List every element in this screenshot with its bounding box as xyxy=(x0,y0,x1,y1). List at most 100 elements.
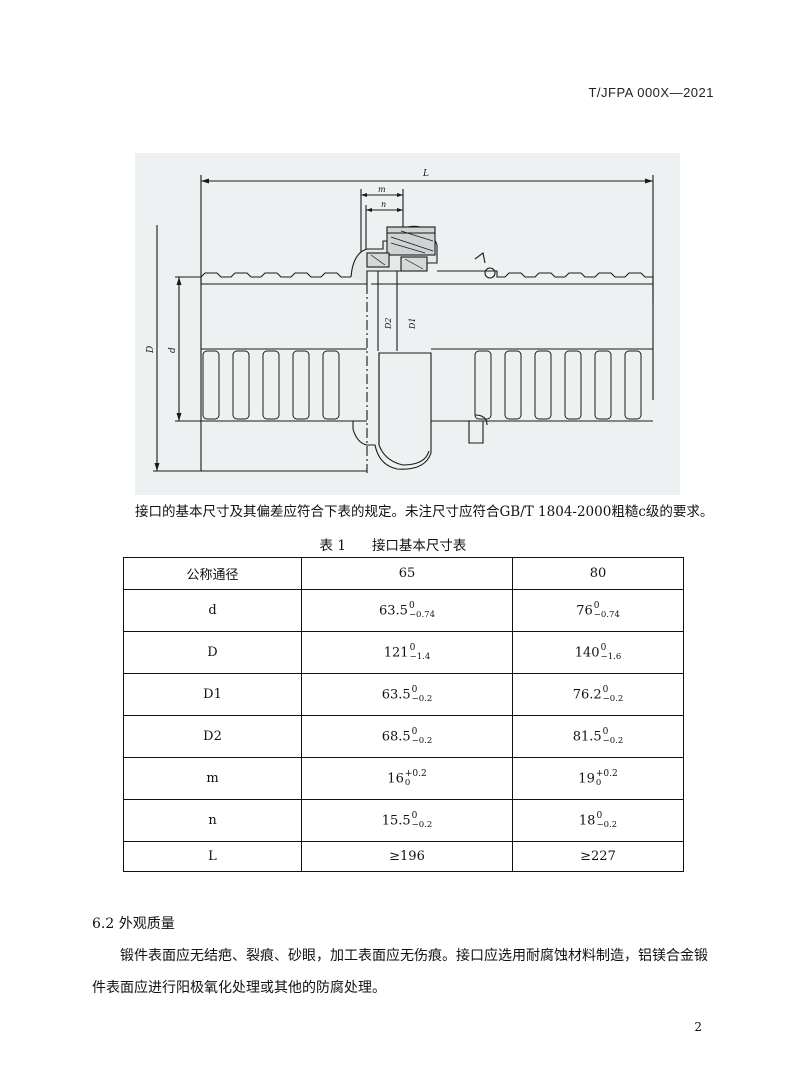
row-label-cell: D2 xyxy=(123,715,302,758)
page-number: 2 xyxy=(694,1020,702,1034)
tolerance: 0−0.2 xyxy=(602,727,624,746)
upper-deviation: 0 xyxy=(593,600,600,611)
row-label-cell: D1 xyxy=(123,673,302,716)
tolerance: 0−0.74 xyxy=(408,600,435,620)
upper-deviation: 0 xyxy=(411,726,418,737)
label-D: D xyxy=(146,346,156,354)
nominal-value: ≥196 xyxy=(389,849,425,864)
row-label-cell: D xyxy=(123,631,302,674)
upper-deviation: 0 xyxy=(602,684,609,695)
upper-deviation: 0 xyxy=(411,684,418,695)
tolerance: 0−0.2 xyxy=(411,726,433,746)
tolerance: 0−1.6 xyxy=(600,642,622,662)
upper-deviation: 0 xyxy=(409,642,416,653)
lower-deviation: −0.2 xyxy=(596,819,618,830)
label-D2: D2 xyxy=(384,317,393,330)
row-label-cell: m xyxy=(123,757,302,800)
nominal-value: 140 xyxy=(574,645,600,660)
lower-deviation: −0.74 xyxy=(593,609,620,620)
header-cell-text: 80 xyxy=(589,566,607,581)
table-header-row: 公称通径 65 80 xyxy=(123,557,684,590)
lower-deviation: 0 xyxy=(595,777,602,788)
tolerance: 0−1.4 xyxy=(409,642,431,662)
lower-deviation: −0.2 xyxy=(602,735,624,746)
tolerance: 0−0.2 xyxy=(596,810,618,830)
table-caption-title: 接口基本尺寸表 xyxy=(371,538,467,554)
upper-deviation: +0.2 xyxy=(595,768,618,779)
upper-deviation: 0 xyxy=(408,600,415,611)
label-D1: D1 xyxy=(408,317,417,330)
lower-deviation: −1.4 xyxy=(409,651,431,662)
upper-deviation: +0.2 xyxy=(404,768,427,779)
upper-deviation: 0 xyxy=(596,810,603,821)
lower-deviation: −1.6 xyxy=(600,651,622,662)
nominal-value: ≥227 xyxy=(580,849,616,864)
label-L: L xyxy=(422,169,429,179)
document-code: T/JFPA 000X—2021 xyxy=(588,85,714,100)
header-cell-text: 公称通径 xyxy=(186,568,239,583)
section-title: 6.2 外观质量 xyxy=(92,916,175,932)
nominal-value: 63.5 xyxy=(378,603,408,618)
section-paragraph: 锻件表面应无结疤、裂痕、砂眼，加工表面应无伤痕。接口应选用耐腐蚀材料制造，铝镁合… xyxy=(92,948,708,996)
nominal-value: 18 xyxy=(578,813,596,828)
lower-deviation: 0 xyxy=(404,777,411,788)
header-cell: 公称通径 xyxy=(123,557,302,590)
lower-deviation: −0.2 xyxy=(602,693,624,704)
upper-deviation: 0 xyxy=(411,810,418,821)
header-cell: 80 xyxy=(512,557,684,590)
label-d: d xyxy=(168,347,178,353)
tolerance: 0−0.2 xyxy=(411,684,433,704)
header-cell-text: 65 xyxy=(398,566,416,581)
value-cell-80: ≥227 xyxy=(512,841,684,872)
row-label-cell: d xyxy=(123,589,302,632)
row-label: d xyxy=(208,603,217,618)
value-cell-65: ≥196 xyxy=(301,841,513,872)
row-label: D2 xyxy=(203,729,222,744)
header-cell: 65 xyxy=(301,557,513,590)
row-label: n xyxy=(208,813,217,828)
upper-deviation: 0 xyxy=(600,642,607,653)
nominal-value: 121 xyxy=(383,645,409,660)
lower-deviation: −0.2 xyxy=(411,693,433,704)
intro-paragraph: 接口的基本尺寸及其偏差应符合下表的规定。未注尺寸应符合GB/T 1804-200… xyxy=(135,504,714,520)
row-label: D1 xyxy=(203,687,222,702)
nominal-value: 68.5 xyxy=(381,729,411,744)
label-m: m xyxy=(378,185,386,194)
lower-deviation: −0.2 xyxy=(411,735,433,746)
lower-deviation: −0.74 xyxy=(408,609,435,620)
tolerance: 0−0.2 xyxy=(602,684,624,704)
tolerance: 0−0.2 xyxy=(411,810,433,830)
nominal-value: 15.5 xyxy=(381,813,411,828)
nominal-value: 19 xyxy=(578,771,595,786)
row-label: D xyxy=(207,645,218,660)
coupling-drawing: L m n xyxy=(135,153,680,495)
lower-deviation: −0.2 xyxy=(411,819,433,830)
row-label-cell: n xyxy=(123,799,302,842)
nominal-value: 81.5 xyxy=(572,729,602,744)
row-label-cell: L xyxy=(123,841,302,872)
nominal-value: 63.5 xyxy=(381,687,411,702)
nominal-value: 16 xyxy=(387,771,404,786)
label-n: n xyxy=(381,200,386,209)
row-label: L xyxy=(208,849,217,864)
